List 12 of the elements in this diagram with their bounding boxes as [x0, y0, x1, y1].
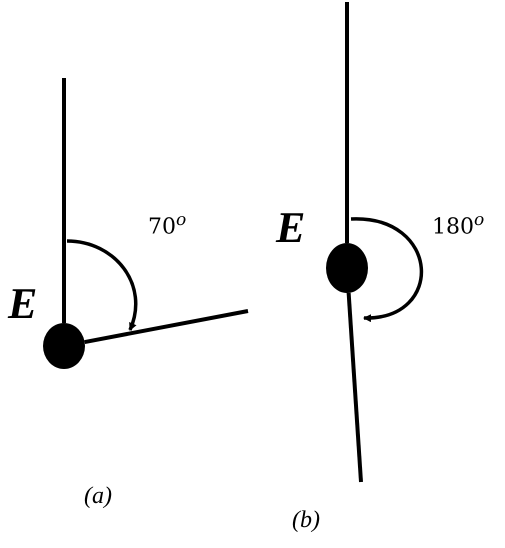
- vertex-dot: [43, 323, 85, 369]
- vertex-label: E: [8, 282, 38, 326]
- line: [84, 309, 248, 344]
- line: [345, 2, 349, 243]
- panel-label: (a): [84, 484, 112, 508]
- vertex-label: E: [276, 206, 306, 250]
- vertex-dot: [326, 243, 368, 293]
- line: [62, 78, 66, 323]
- line: [346, 292, 363, 482]
- angle-label: 180$^{o}$: [432, 212, 484, 238]
- angle-label: 70$^{o}$: [148, 212, 186, 238]
- panel-label: (b): [292, 508, 320, 532]
